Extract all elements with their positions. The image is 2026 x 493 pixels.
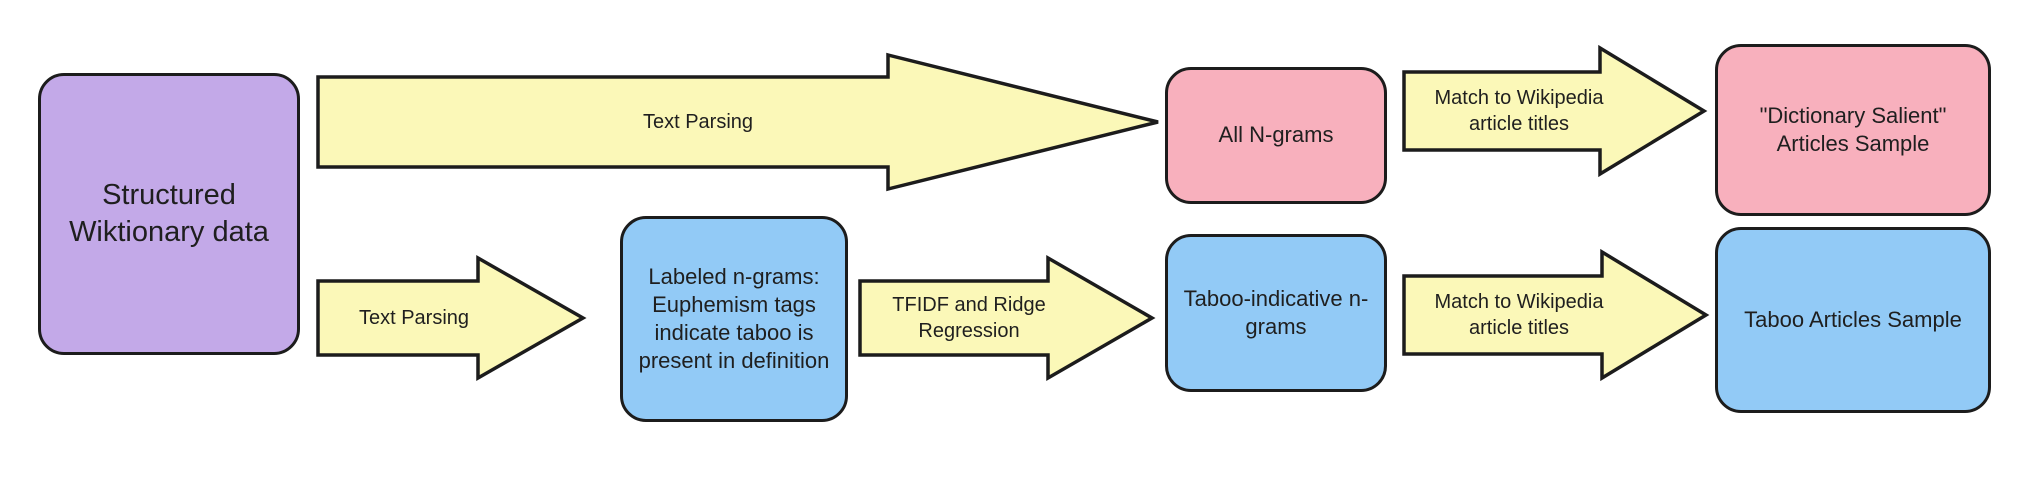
right-arrow-icon — [316, 254, 587, 382]
arrow-tfidf-ridge-regression[interactable] — [858, 254, 1156, 382]
node-all-n-grams[interactable]: All N-grams — [1165, 67, 1387, 204]
node-taboo-articles-sample[interactable]: Taboo Articles Sample — [1715, 227, 1991, 413]
arrow-text-parsing-bottom[interactable] — [316, 254, 587, 382]
node-labeled-n-grams[interactable]: Labeled n-grams: Euphemism tags indicate… — [620, 216, 848, 422]
right-arrow-icon — [858, 254, 1156, 382]
node-structured-wiktionary-data[interactable]: Structured Wiktionary data — [38, 73, 300, 355]
arrow-match-to-wikipedia-top[interactable] — [1402, 44, 1708, 178]
arrow-match-to-wikipedia-bottom[interactable] — [1402, 248, 1710, 382]
right-arrow-icon — [1402, 248, 1710, 382]
arrow-text-parsing-top[interactable] — [316, 52, 1159, 192]
right-arrow-icon — [1402, 44, 1708, 178]
right-arrow-icon — [316, 52, 1159, 192]
node-taboo-indicative-n-grams[interactable]: Taboo-indicative n- grams — [1165, 234, 1387, 392]
node-dictionary-salient-articles-sample[interactable]: "Dictionary Salient" Articles Sample — [1715, 44, 1991, 216]
